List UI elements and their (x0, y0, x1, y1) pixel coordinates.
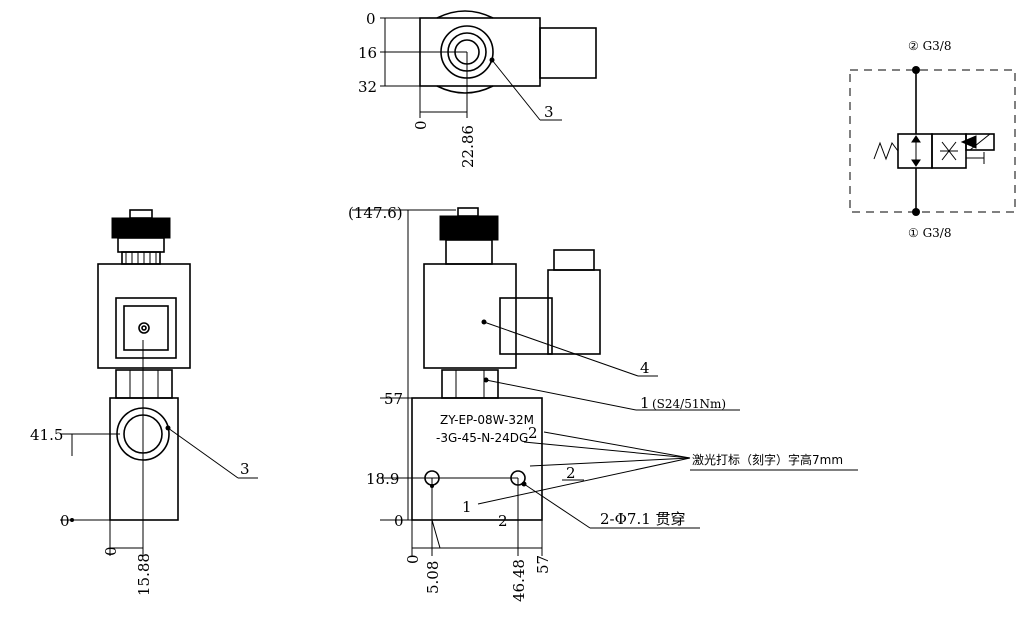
port-label-1: 1 (462, 498, 472, 516)
top-view-knob-upper (436, 10, 494, 19)
front-dim-y-0: 0 (394, 512, 404, 530)
engraving-line-1: ZY-EP-08W-32M (440, 413, 534, 427)
front-view: ZY-EP-08W-32M -3G-45-N-24DG (147.6) 57 1… (348, 204, 858, 602)
schematic-spring (873, 141, 899, 161)
front-dim-x-5: 5.08 (424, 561, 442, 594)
left-view-nut (115, 369, 173, 399)
callout-coil-4: 4 (640, 359, 650, 377)
holes-note: 2-Φ7.1 贯穿 (600, 510, 686, 528)
top-callout-3: 3 (544, 103, 554, 121)
port-label-2-bottom: 2 (498, 512, 508, 530)
top-dim-x-22: 22.86 (459, 125, 477, 168)
left-callout-3: 3 (240, 460, 250, 478)
front-dim-y-57: 57 (384, 390, 403, 408)
schematic-port-1-label: ① G3/8 (908, 226, 951, 240)
front-view-coil (423, 263, 517, 369)
laser-marking-note: 激光打标（刻字）字高7mm (692, 452, 843, 467)
front-view-body (411, 397, 543, 521)
front-view-connector-cap (553, 249, 595, 271)
schematic-valve-box-2 (931, 133, 967, 169)
left-dim-x-0: 0 (102, 546, 120, 556)
left-dim-x-15: 15.88 (135, 553, 153, 596)
front-dim-x-0: 0 (404, 554, 422, 564)
top-view-knob-lower (436, 85, 494, 94)
port-label-2-b: 2 (566, 464, 576, 482)
left-dim-y-0: 0 (60, 512, 70, 530)
schematic-port-2-label: ② G3/8 (908, 39, 951, 53)
front-dim-overall: (147.6) (348, 204, 403, 222)
top-dim-x-0: 0 (412, 120, 430, 130)
front-dim-x-46: 46.48 (510, 559, 528, 602)
top-view: 0 16 32 0 22.86 3 (358, 10, 597, 168)
schematic-port-1-node (912, 208, 920, 216)
left-view-knob (111, 217, 171, 239)
left-view: 41.5 0 0 15.88 3 (30, 209, 258, 596)
left-dim-y-41: 41.5 (30, 426, 63, 444)
top-dim-y-16: 16 (358, 44, 377, 62)
left-view-coil (97, 263, 191, 369)
port-label-2-a: 2 (528, 424, 538, 442)
schematic-port-2-node (912, 66, 920, 74)
engraving-line-2: -3G-45-N-24DG (436, 431, 528, 445)
front-dim-x-57: 57 (534, 555, 552, 574)
callout-nut-1: 1 (640, 394, 650, 412)
left-view-body (109, 397, 179, 521)
top-dim-y-0: 0 (366, 10, 376, 28)
front-view-nut (441, 369, 499, 399)
hydraulic-schematic: ② G3/8 ① G3/8 (849, 39, 1016, 240)
top-view-connector (539, 27, 597, 79)
front-view-knob (439, 215, 499, 241)
callout-nut-spec: (S24/51Nm) (652, 397, 726, 411)
front-dim-y-18: 18.9 (366, 470, 399, 488)
top-dim-y-32: 32 (358, 78, 377, 96)
